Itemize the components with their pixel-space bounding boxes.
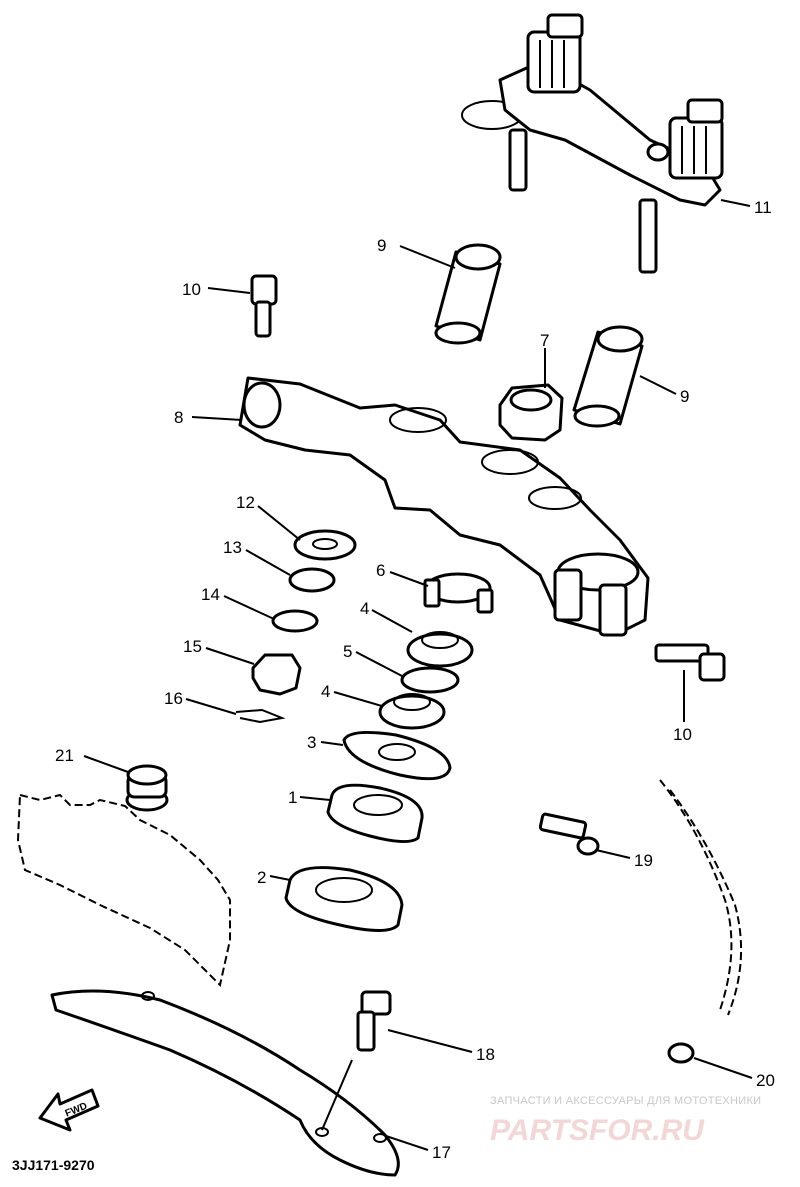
part-10-bolt-lower [654,643,726,682]
part-9-bushing-upper [434,243,502,345]
part-2-ball-bearing [284,866,404,932]
callout-20: 20 [756,1071,775,1090]
part-4-ring-nut-upper [406,631,474,668]
callout-14: 14 [201,585,220,604]
part-19-fitting [538,812,600,856]
diagram-code: 3JJ171-9270 [12,1157,95,1173]
hose [659,779,743,1016]
callout-4-upper: 4 [360,599,369,618]
callout-17: 17 [432,1143,451,1162]
callout-4-lower: 4 [321,682,330,701]
part-8-lower-bracket [238,376,650,637]
part-5-washer [400,666,460,694]
callout-6: 6 [376,561,385,580]
part-13-washer [288,567,336,593]
part-10-bolt-upper [250,274,278,338]
callout-15: 15 [183,637,202,656]
callout-5: 5 [343,642,352,661]
callout-10-upper: 10 [182,280,201,299]
watermark: ЗАПЧАСТИ И АКСЕССУАРЫ ДЛЯ МОТОТЕХНИКИ PA… [490,1095,761,1147]
callout-9-upper: 9 [377,236,386,255]
callout-11: 11 [754,198,772,217]
callout-1: 1 [288,788,297,807]
part-1-ball-bearing [326,783,424,843]
callout-16: 16 [164,689,183,708]
callout-21: 21 [55,746,74,765]
part-11-upper-bracket [461,13,724,274]
callout-7: 7 [540,331,549,350]
part-20-clip [667,1042,695,1064]
part-21-grommet [125,764,169,812]
callout-9-lower: 9 [680,387,689,406]
part-15-nut [251,653,302,696]
callout-3: 3 [307,733,316,752]
part-18-bolt [356,990,392,1052]
part-14-lock-washer [271,609,319,633]
watermark-subtitle: ЗАПЧАСТИ И АКСЕССУАРЫ ДЛЯ МОТОТЕХНИКИ [490,1095,761,1107]
part-12-washer [293,529,357,561]
part-16-cotter-pin [235,708,286,724]
part-9-bushing-lower [572,325,644,428]
part-4-ring-nut-lower [378,693,446,730]
part-7-nut [498,383,564,442]
watermark-brand: PARTSFOR.RU [490,1114,705,1147]
callout-8: 8 [174,408,183,427]
part-17-lower-cover [50,989,400,1177]
callout-18: 18 [476,1045,495,1064]
callout-10-lower: 10 [673,725,692,744]
part-3-bearing-cover [342,730,452,781]
guard-panel [16,793,231,987]
fwd-arrow-icon: FWD [38,1088,100,1132]
callout-19: 19 [634,851,653,870]
leader-lines [83,199,753,1151]
callout-12: 12 [236,493,255,512]
callout-13: 13 [223,538,242,557]
callout-2: 2 [257,868,266,887]
callout-labels: 1 2 3 4 4 5 6 7 8 9 9 10 10 11 12 13 14 … [55,198,775,1162]
part-6-lock-washer [423,572,494,614]
